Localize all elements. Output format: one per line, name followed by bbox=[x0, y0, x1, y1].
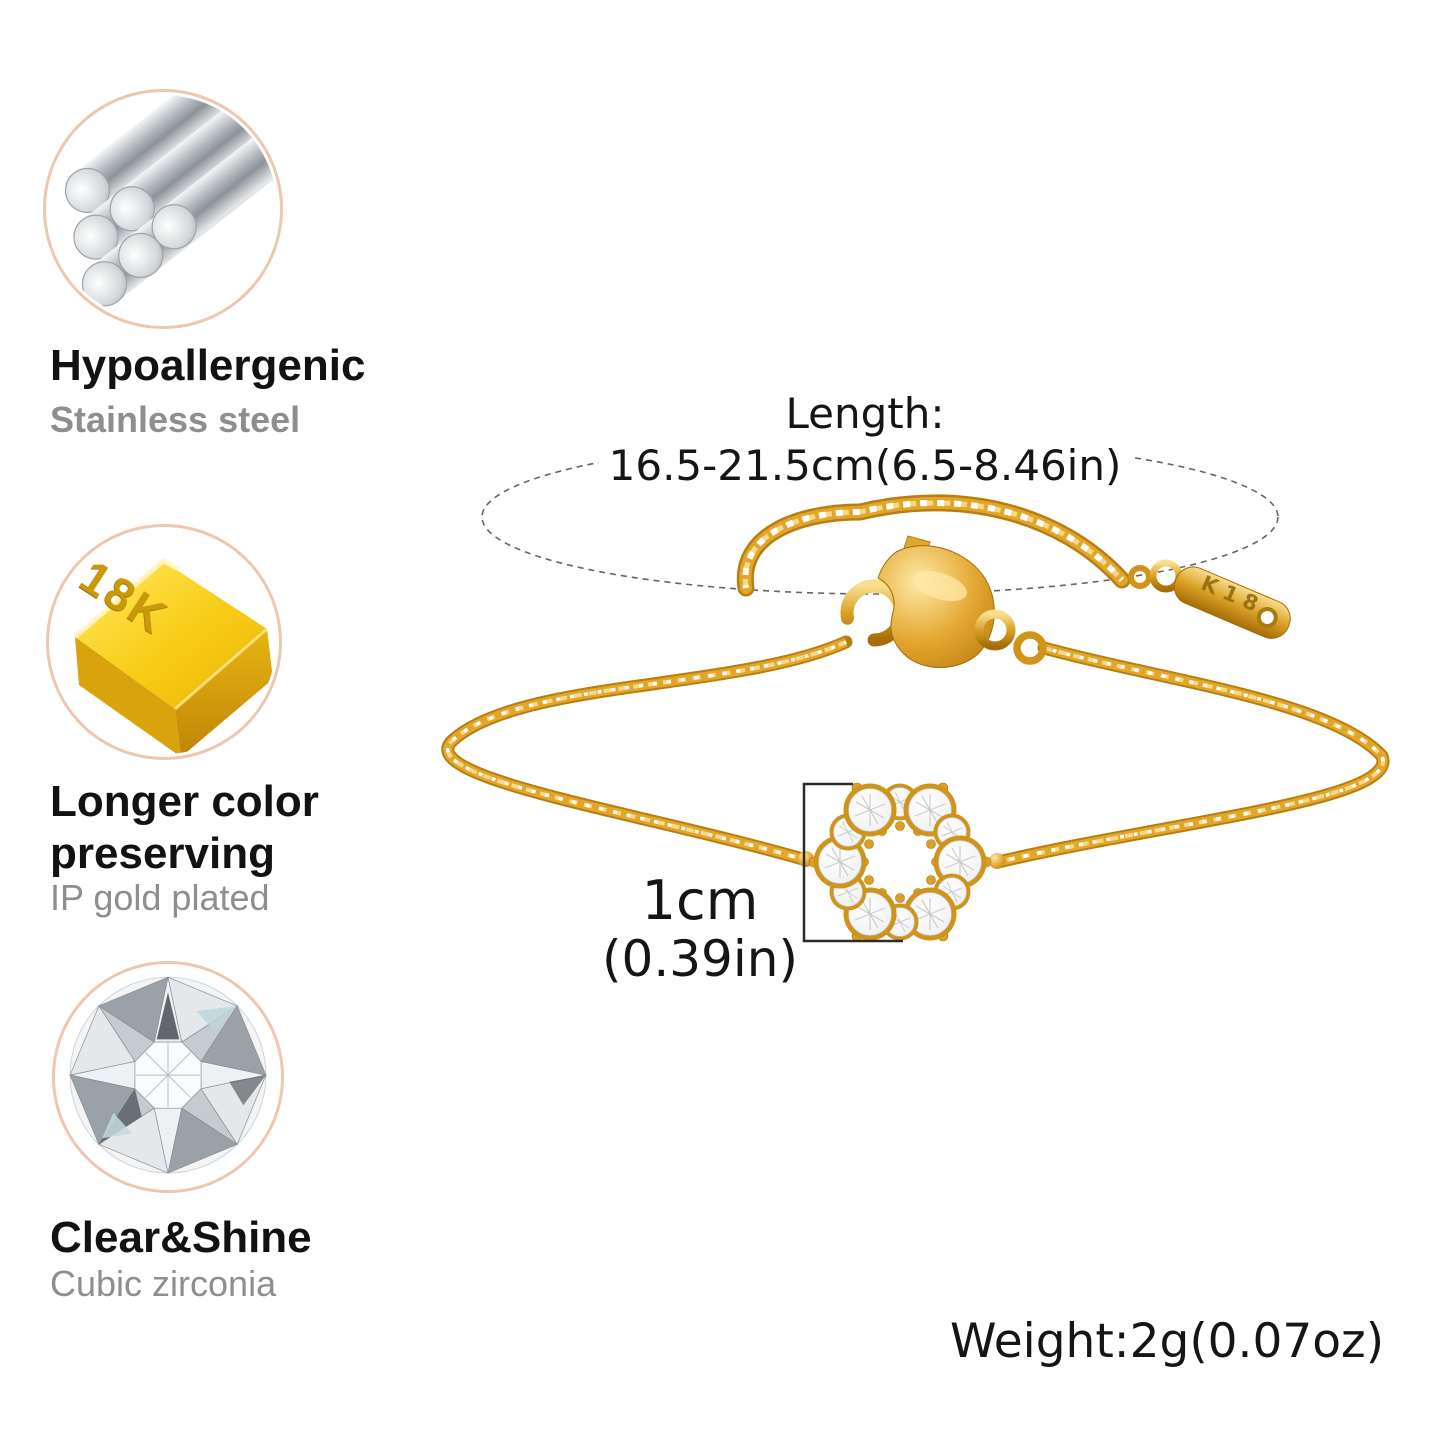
cable-chain-left bbox=[441, 635, 853, 867]
pendant-size-in: (0.39in) bbox=[602, 930, 798, 988]
length-label: Length: bbox=[785, 389, 945, 438]
pendant-size-cm: 1cm bbox=[641, 869, 759, 932]
feature-title-hypoallergenic: Hypoallergenic bbox=[50, 341, 366, 390]
feature-title-line2: preserving bbox=[50, 829, 275, 878]
gold-bar-image bbox=[46, 524, 282, 760]
steel-rods-image bbox=[43, 89, 283, 329]
brand-tag bbox=[1128, 559, 1291, 639]
feature-subtitle-ip-gold-plated: IP gold plated bbox=[50, 877, 270, 918]
feature-title-line1: Longer color bbox=[50, 777, 319, 826]
feature-subtitle-stainless-steel: Stainless steel bbox=[50, 399, 301, 440]
weight-label: Weight:2g(0.07oz) bbox=[950, 1314, 1385, 1369]
feature-title-clear-shine: Clear&Shine bbox=[50, 1213, 312, 1262]
lobster-clasp-icon bbox=[840, 535, 1047, 668]
cable-chain-right bbox=[991, 641, 1390, 869]
length-annotation: Length: 16.5-21.5cm(6.5-8.46in) bbox=[598, 388, 1132, 492]
cubic-zirconia-image bbox=[52, 961, 284, 1193]
pendant-size-annotation: 1cm (0.39in) bbox=[602, 869, 798, 989]
cz-pendant bbox=[808, 782, 992, 942]
size-bracket bbox=[802, 782, 903, 943]
pendant-right-link bbox=[989, 853, 1005, 869]
steel-rods-icon bbox=[64, 95, 277, 307]
length-measure-ellipse bbox=[481, 439, 1279, 595]
length-value: 16.5-21.5cm(6.5-8.46in) bbox=[608, 441, 1122, 490]
gold-bar-icon bbox=[73, 558, 273, 754]
feature-subtitle-cubic-zirconia: Cubic zirconia bbox=[50, 1263, 277, 1304]
extension-chain bbox=[736, 494, 1131, 597]
cubic-zirconia-icon bbox=[69, 976, 267, 1174]
